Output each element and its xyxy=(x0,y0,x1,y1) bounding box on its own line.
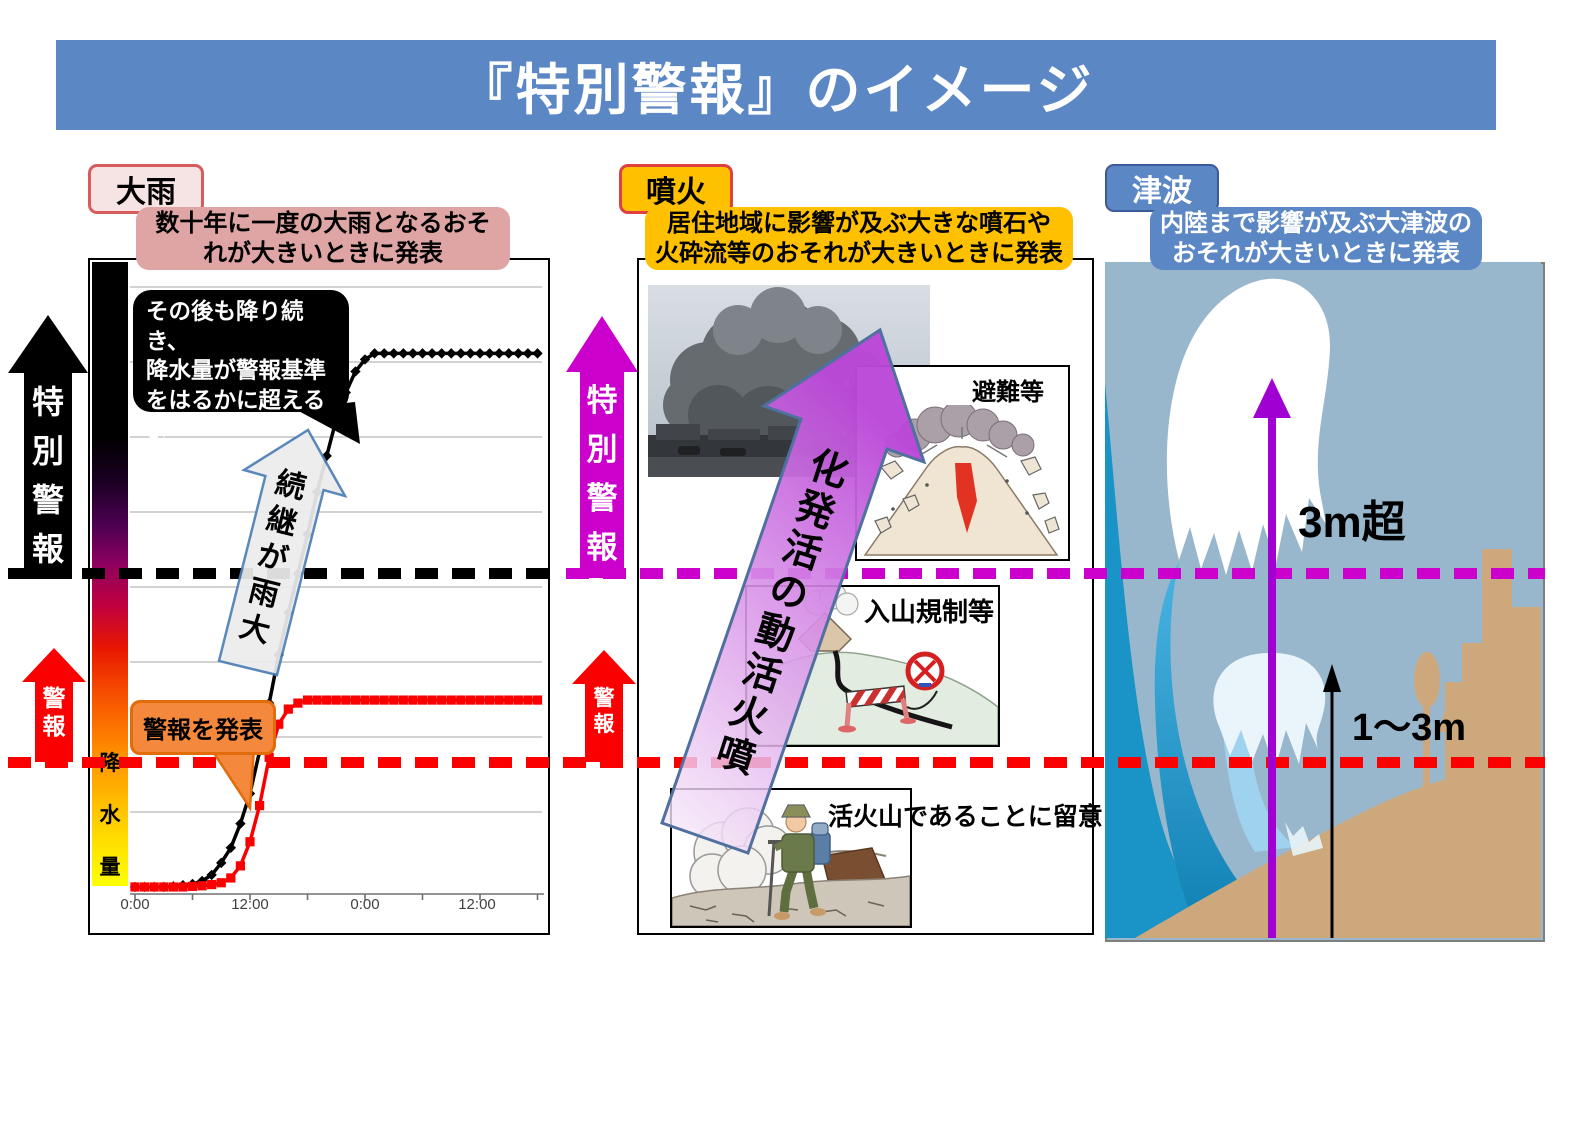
rain-description: 数十年に一度の大雨となるおそ れが大きいときに発表 xyxy=(155,209,491,267)
warning-arrow-rain-label: 警 報 xyxy=(42,685,66,739)
tsunami-height-arrows xyxy=(1253,378,1341,938)
special-warning-arrow-rain xyxy=(8,315,88,579)
eruption-description-box: 居住地域に影響が及ぶ大きな噴石や 火砕流等のおそれが大きいときに発表 xyxy=(645,207,1073,270)
heavy-rain-bubble-tail xyxy=(293,402,360,444)
tsunami-badge-label: 津波 xyxy=(1132,175,1192,208)
eruption-activity-arrow xyxy=(660,327,927,855)
eruption-description: 居住地域に影響が及ぶ大きな噴石や 火砕流等のおそれが大きいときに発表 xyxy=(655,209,1063,267)
warning-issued-callout: 警報を発表 xyxy=(130,700,276,755)
heavy-rain-bubble-text: その後も降り続き、 降水量が警報基準 をはるかに超えるよ うな大雨 xyxy=(146,299,327,472)
warning-arrow-eruption xyxy=(572,650,636,762)
x-tick-label-1: 12:00 xyxy=(231,896,269,913)
x-tick-label-3: 12:00 xyxy=(458,896,496,913)
special-warning-arrow-eruption xyxy=(566,316,638,578)
warning-arrow-eruption-label: 警 報 xyxy=(593,687,615,736)
special-warning-dashed-line-magenta xyxy=(566,568,1545,579)
eruption-badge: 噴火 xyxy=(619,164,733,214)
active-volcano-note: 活火山であることに留意 xyxy=(828,803,1103,831)
x-tick-label-2: 0:00 xyxy=(350,896,380,913)
tsunami-3m-label: 3m超 xyxy=(1298,498,1406,547)
special-warning-arrow-eruption-label: 特 別 警 報 xyxy=(586,383,618,565)
rain-continue-arrow xyxy=(217,428,348,677)
special-warning-arrow-rain-label: 特 別 警 報 xyxy=(31,384,64,567)
tsunami-1-3m-label: 1～3m xyxy=(1352,707,1467,749)
heavy-rain-bubble: その後も降り続き、 降水量が警報基準 をはるかに超えるよ うな大雨 xyxy=(133,290,349,472)
rain-badge-label: 大雨 xyxy=(116,176,176,209)
rain-description-box: 数十年に一度の大雨となるおそ れが大きいときに発表 xyxy=(136,207,510,270)
tsunami-badge: 津波 xyxy=(1105,164,1219,212)
warning-issued-callout-text: 警報を発表 xyxy=(143,717,263,744)
tsunami-3m-arrow xyxy=(1253,378,1291,938)
eruption-badge-label: 噴火 xyxy=(646,176,706,209)
x-tick-label-0: 0:00 xyxy=(120,896,150,913)
title-banner: 『特別警報』のイメージ xyxy=(56,40,1496,130)
restriction-label: 入山規制等 xyxy=(863,597,994,627)
tsunami-description-box: 内陸まで影響が及ぶ大津波の おそれが大きいときに発表 xyxy=(1150,207,1482,270)
tsunami-description: 内陸まで影響が及ぶ大津波の おそれが大きいときに発表 xyxy=(1160,209,1472,267)
chart-gridlines xyxy=(130,286,542,813)
page-title: 『特別警報』のイメージ xyxy=(457,59,1095,121)
warning-arrow-rain xyxy=(22,648,86,762)
evacuation-label: 避難等 xyxy=(972,379,1044,406)
tsunami-1-3m-arrow xyxy=(1323,664,1341,938)
chart-x-axis xyxy=(130,893,544,900)
rain-badge: 大雨 xyxy=(88,164,204,214)
